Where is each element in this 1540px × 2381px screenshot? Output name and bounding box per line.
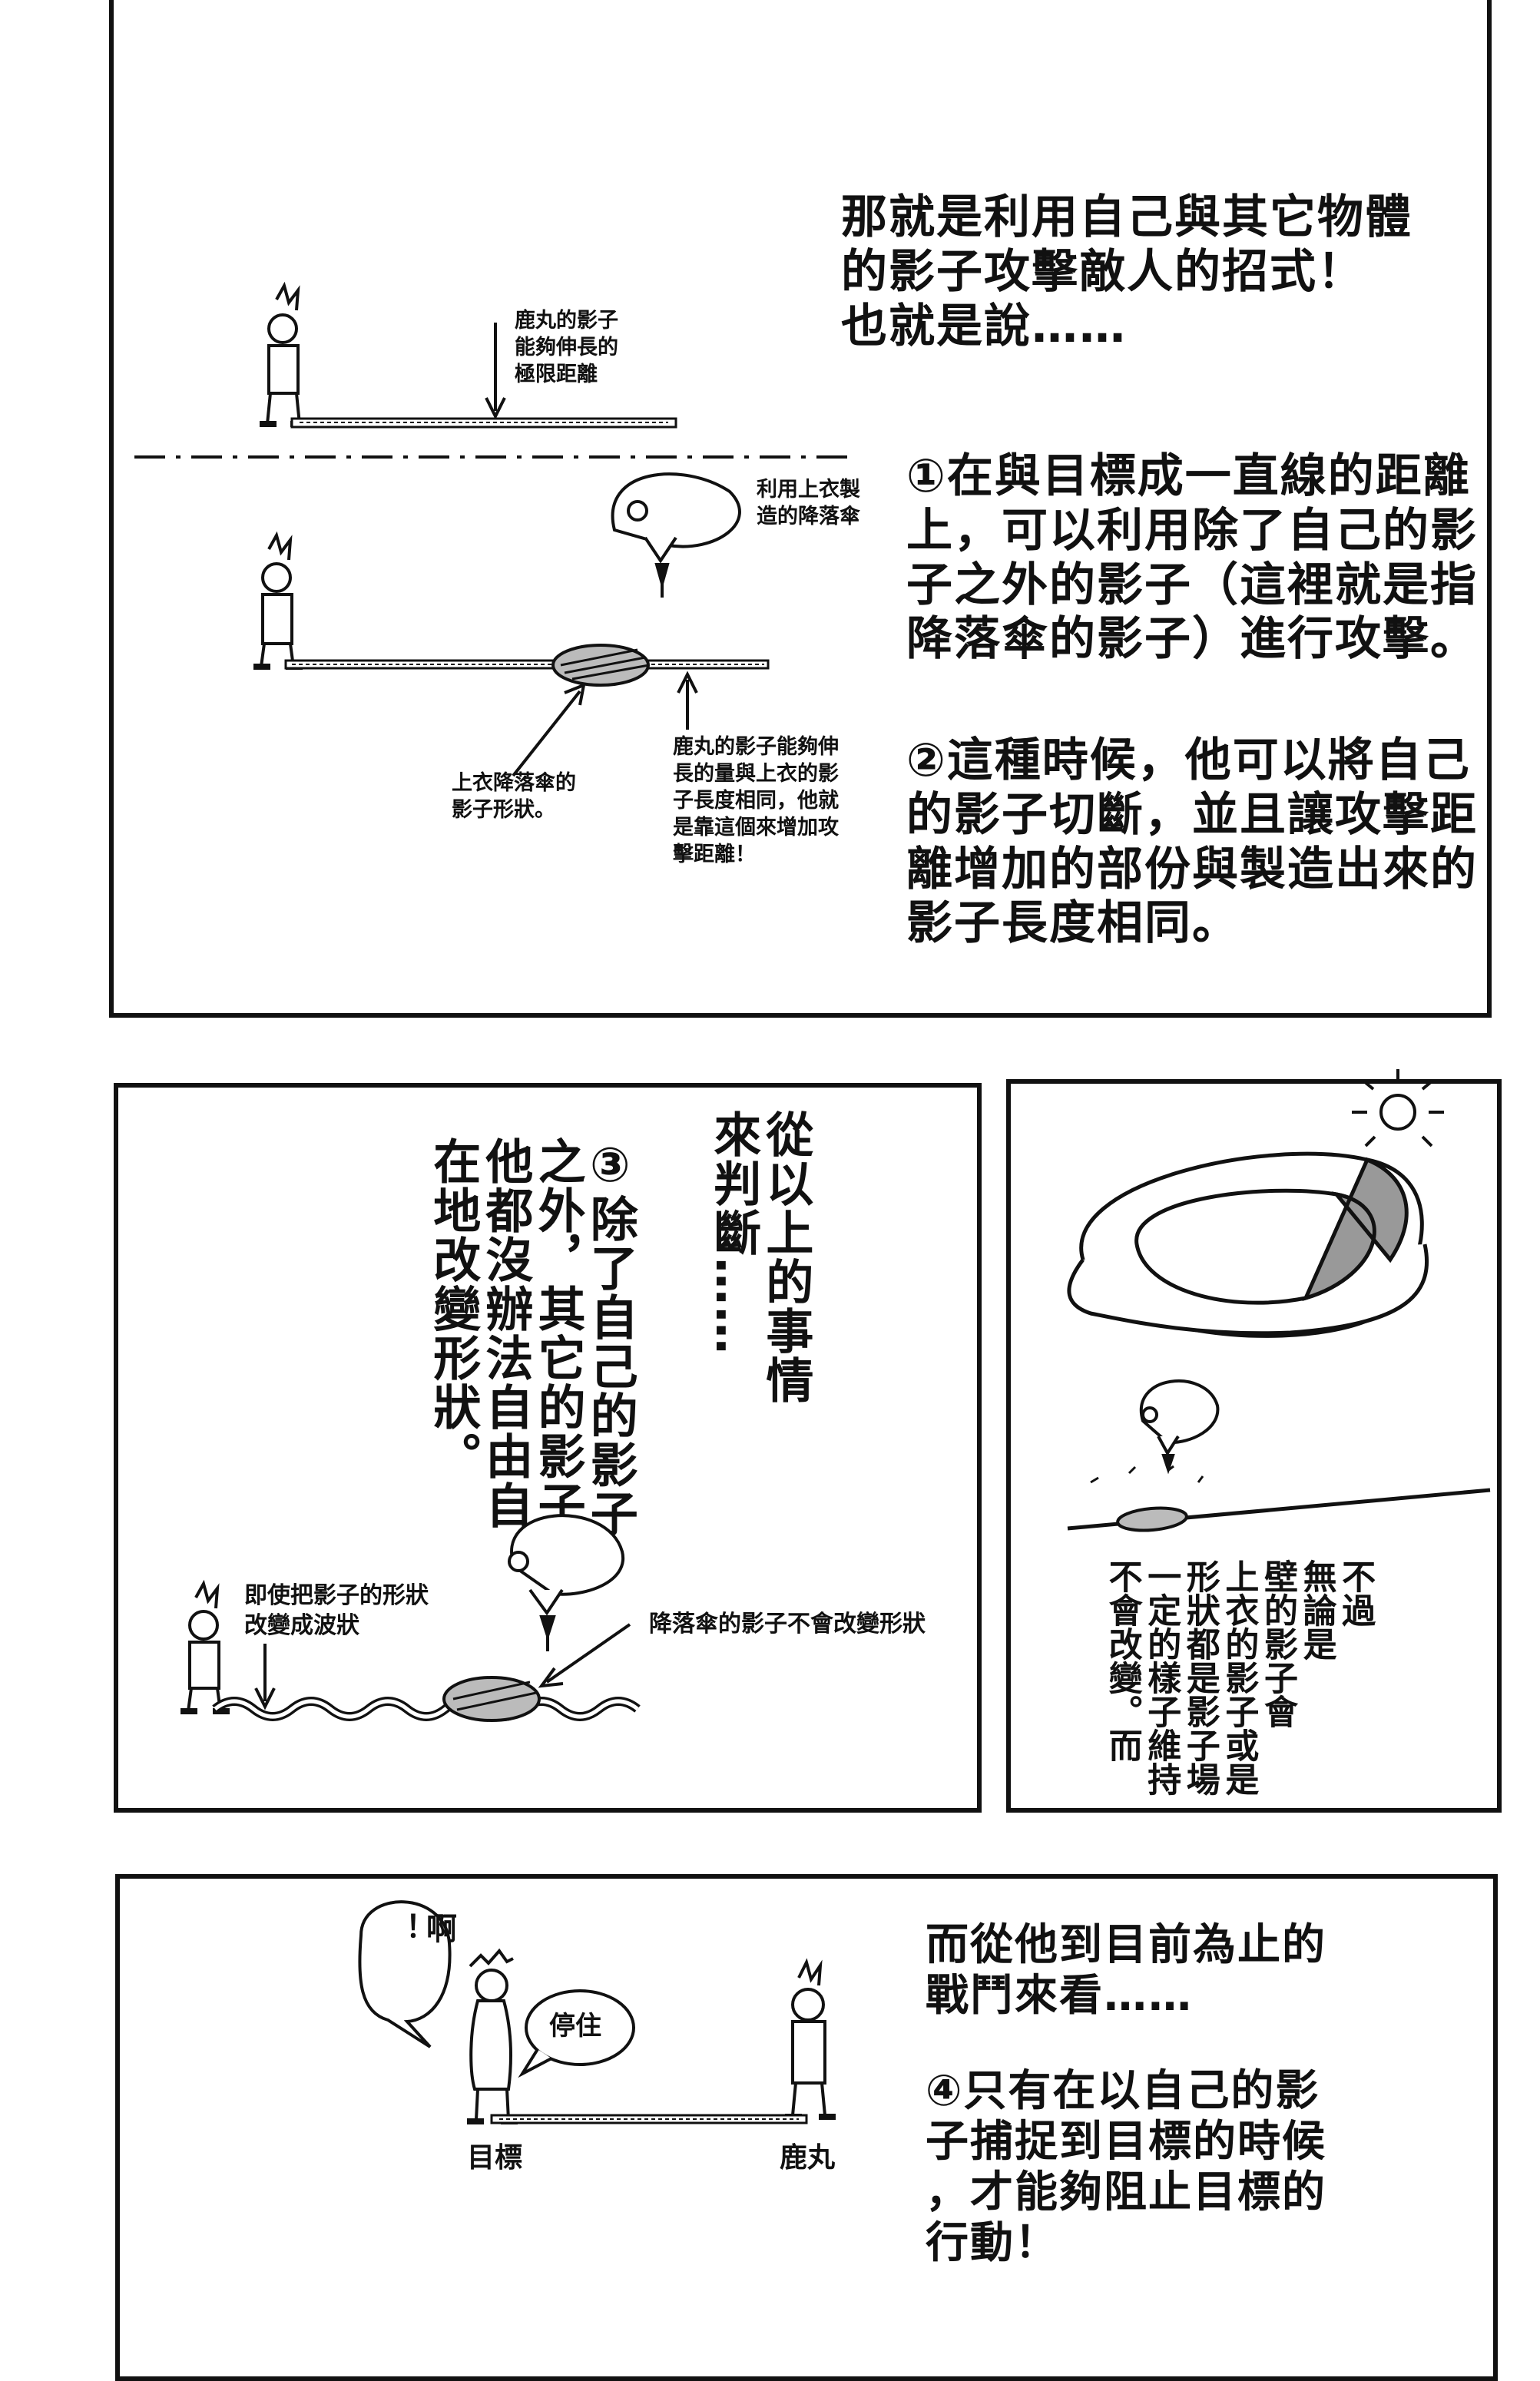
judge-text: 從以上的事情 來判斷…… bbox=[705, 1110, 814, 1405]
shikamaru-figure bbox=[260, 281, 307, 427]
battle-text: 而從他到目前為止的 戰鬥來看…… bbox=[926, 1920, 1326, 2022]
note-parachute: 利用上衣製 造的降落傘 bbox=[757, 478, 860, 529]
sun-icon bbox=[1352, 1069, 1444, 1147]
arena-drawing bbox=[1067, 1069, 1491, 1532]
vertical-note: 不過 無論是 壁的影子會 上衣的影子或是 形狀都是影子場 一定的樣子維持 不會改… bbox=[1102, 1559, 1376, 1796]
intro-text: 那就是利用自己與其它物體 的影子攻擊敵人的招式！ 也就是說…… bbox=[841, 190, 1412, 353]
label-target: 目標 bbox=[467, 2142, 523, 2174]
panel-battle bbox=[115, 1874, 1498, 2381]
label-shikamaru: 鹿丸 bbox=[780, 2142, 836, 2174]
note-parachute-shadow: 降落傘的影子不會改變形狀 bbox=[649, 1611, 926, 1638]
note-wave-shadow: 即使把影子的形狀 改變成波狀 bbox=[244, 1582, 429, 1639]
note-shadow-shape: 上衣降落傘的 影子形狀。 bbox=[452, 771, 576, 823]
bubble-ah-text: 啊 ！ bbox=[386, 1912, 456, 1943]
point-4-text: ④只有在以自己的影 子捕捉到目標的時候 ，才能夠阻止目標的 行動！ bbox=[926, 2066, 1326, 2269]
point-3-text: ③除了自己的影子 之外，其它的影子 他都沒辦法自由自 在地改變形狀。 bbox=[425, 1137, 638, 1538]
speech-bubble-stop bbox=[525, 1989, 635, 2066]
limit-diagram bbox=[134, 281, 853, 777]
shikamaru-figure-3 bbox=[785, 1958, 836, 2120]
note-limit-distance: 鹿丸的影子 能夠伸長的 極限距離 bbox=[515, 309, 618, 387]
target-figure bbox=[467, 1948, 518, 2124]
parachute bbox=[611, 472, 741, 598]
bubble-stop-text: 停住 bbox=[549, 2011, 601, 2042]
panel-explanation bbox=[109, 0, 1492, 1018]
point-2-text: ②這種時候，他可以將自己 的影子切斷，並且讓攻擊距 離增加的部份與製造出來的 影… bbox=[906, 734, 1478, 951]
speech-bubble bbox=[358, 1900, 452, 2048]
wave-diagram bbox=[180, 1514, 641, 1722]
note-shadow-length: 鹿丸的影子能夠伸 長的量與上衣的影 子長度相同，他就 是靠這個來增加攻 擊距離！ bbox=[673, 735, 839, 867]
shadow-line bbox=[290, 417, 677, 429]
point-1-text: ①在與目標成一直線的距離 上，可以利用除了自己的影 子之外的影子（這裡就是指 降… bbox=[906, 449, 1478, 667]
